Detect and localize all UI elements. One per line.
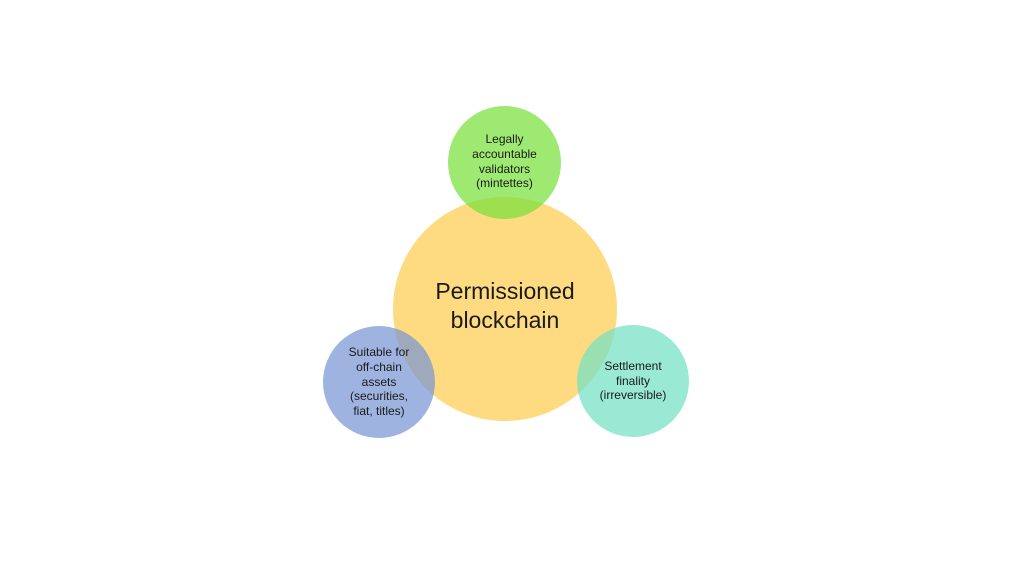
green-circle-label: Legally accountable validators (mintette… [472, 132, 537, 191]
blue-circle-label: Suitable for off-chain assets (securitie… [348, 345, 410, 418]
teal-circle-label: Settlement finality (irreversible) [599, 359, 667, 403]
circle-off-chain-assets: Suitable for off-chain assets (securitie… [323, 326, 435, 438]
circle-settlement-finality: Settlement finality (irreversible) [577, 325, 689, 437]
circle-legally-accountable-validators: Legally accountable validators (mintette… [448, 106, 561, 219]
center-circle-label: Permissioned blockchain [435, 277, 575, 333]
